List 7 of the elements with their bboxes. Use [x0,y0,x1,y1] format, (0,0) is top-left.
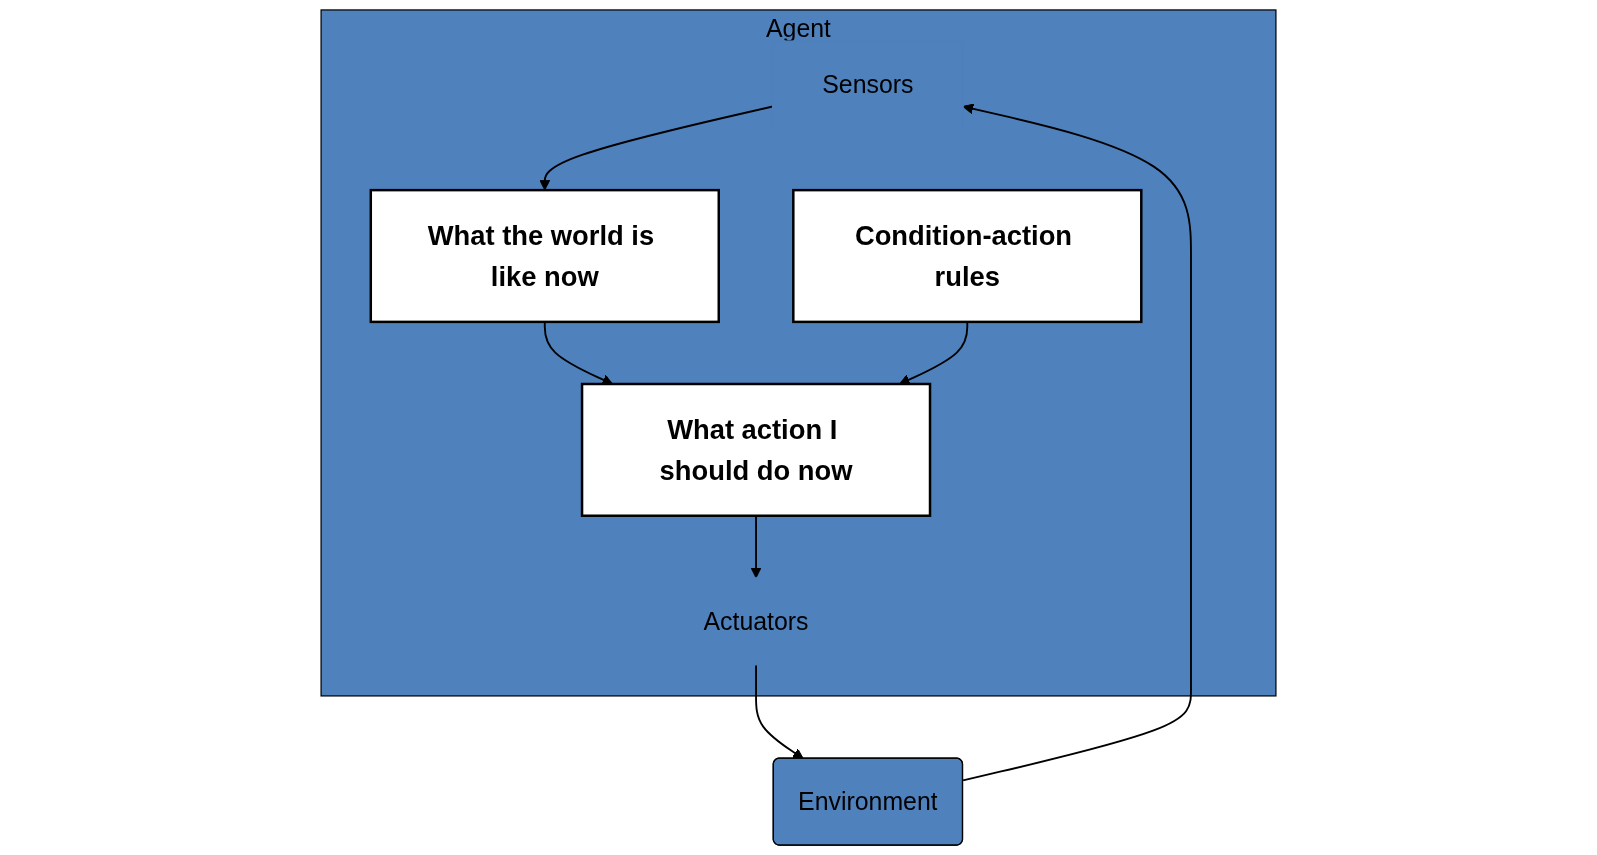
node-box: What the world is like now [369,188,720,324]
node-box: What action I should do now [580,382,932,517]
node-text: Sensors [822,70,914,99]
node-box: Condition-action rules [792,188,1143,324]
node-text: Actuators [703,607,809,636]
arrow [755,663,804,760]
arrow [962,103,1192,782]
